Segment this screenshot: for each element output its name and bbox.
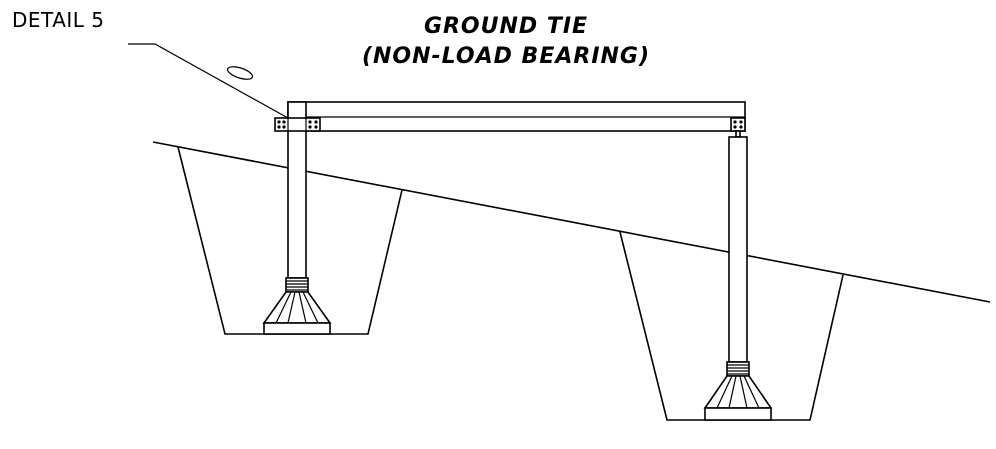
- right-footing: [703, 361, 773, 421]
- bolt-icon: [739, 120, 743, 124]
- bolt-icon: [314, 120, 318, 124]
- bolt-icon: [314, 125, 318, 129]
- bolt-icon: [739, 125, 743, 129]
- right-cone: [703, 375, 773, 409]
- right-post-connector: [735, 130, 741, 138]
- right-pad: [704, 407, 772, 421]
- detail-label: DETAIL 5: [12, 8, 105, 32]
- cone-rib: [716, 375, 733, 409]
- cone-rib: [287, 291, 296, 324]
- bolt-icon: [282, 120, 286, 124]
- cone-rib: [275, 291, 292, 324]
- diagram-title: GROUND TIE (NON-LOAD BEARING): [300, 12, 712, 72]
- detail-leader-line: [128, 43, 289, 119]
- bolt-icon: [277, 125, 281, 129]
- left-footing: [262, 277, 332, 335]
- tie-beam: [287, 101, 746, 132]
- bolt-icon: [308, 125, 312, 129]
- title-line-2: (NON-LOAD BEARING): [361, 44, 651, 69]
- bolt-icon: [277, 120, 281, 124]
- title-line-1: GROUND TIE: [423, 14, 589, 39]
- right-post-rect: [728, 136, 748, 363]
- right-bracket-plate: [730, 117, 746, 132]
- bolt-icon: [733, 125, 737, 129]
- left-pad: [263, 322, 331, 335]
- bolt-icon: [733, 120, 737, 124]
- right-post: [728, 117, 748, 363]
- cone-rib: [298, 291, 307, 324]
- bolt-icon: [308, 120, 312, 124]
- cone-rib: [739, 375, 748, 409]
- left-bracket-plate: [274, 117, 321, 132]
- cone-rib: [302, 291, 319, 324]
- detail-callout-ellipse: [226, 66, 254, 80]
- ground-slope-line: [152, 141, 991, 303]
- cone-rib: [743, 375, 760, 409]
- cone-rib: [728, 375, 737, 409]
- bolt-icon: [282, 125, 286, 129]
- left-cone: [262, 291, 332, 324]
- left-post: [274, 101, 321, 279]
- detail-leader: [128, 43, 289, 119]
